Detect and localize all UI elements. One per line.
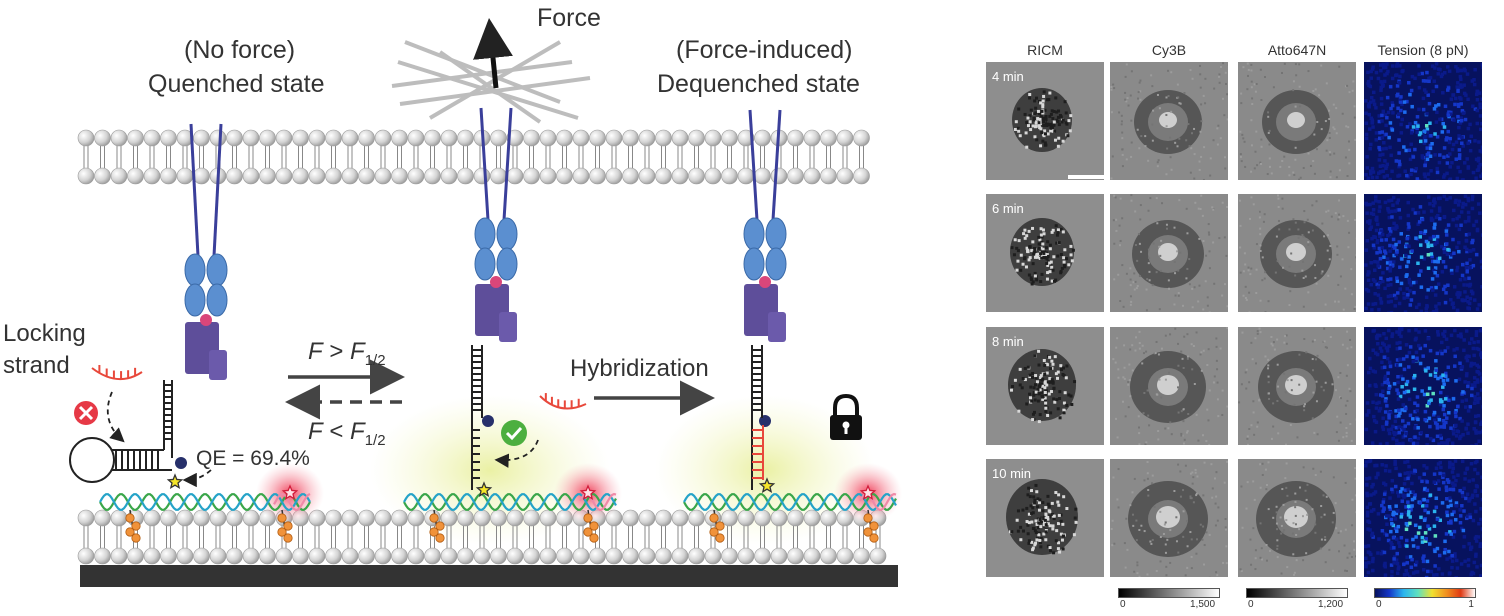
micrograph-tile xyxy=(1364,459,1482,577)
column-header: Cy3B xyxy=(1151,42,1187,58)
micrograph-tile xyxy=(1364,62,1482,180)
hybridization-path-arrow xyxy=(494,439,539,468)
timepoint-label: 8 min xyxy=(992,334,1024,349)
colorbar-min-label: 0 xyxy=(1376,599,1382,610)
column-header: Tension (8 pN) xyxy=(1377,42,1469,58)
micrograph-tile: 10 min xyxy=(986,459,1104,577)
colorbar xyxy=(1246,588,1348,598)
micrograph-tile: 8 min xyxy=(986,327,1104,445)
micrograph-tile xyxy=(1238,459,1356,577)
column-header: RICM xyxy=(1027,42,1063,58)
blocked-path-arrow xyxy=(106,391,125,443)
reverse-condition: F < F1/2 xyxy=(308,418,386,449)
locking-strand xyxy=(91,367,587,410)
hybridization-label: Hybridization xyxy=(570,355,709,382)
quenched-state-label: Quenched state xyxy=(148,70,325,98)
locking-strand-label-line1: Locking xyxy=(3,320,86,347)
dequench-arrow xyxy=(182,469,212,488)
bound-locking-strand xyxy=(752,425,764,480)
quencher-dot xyxy=(175,457,187,469)
colorbar-min-label: 0 xyxy=(1120,599,1126,610)
quencher-dot xyxy=(482,415,494,427)
blocked-icon xyxy=(74,401,98,425)
force-arrow xyxy=(473,18,513,89)
stretched-dna-strand xyxy=(471,345,763,490)
colorbar-max-label: 1 xyxy=(1468,599,1474,610)
micrograph-tile xyxy=(1110,327,1228,445)
force-induced-label: (Force-induced) xyxy=(676,36,853,64)
colorbar-max-label: 1,200 xyxy=(1318,599,1344,610)
column-header: Atto647N xyxy=(1267,42,1327,58)
allowed-check-icon xyxy=(501,420,527,446)
lock-icon xyxy=(830,393,862,440)
fluorescence-glow xyxy=(370,395,610,545)
no-force-label: (No force) xyxy=(184,36,296,64)
locking-strand-label-line2: strand xyxy=(3,352,70,379)
micrograph-tile xyxy=(1364,327,1482,445)
dequenched-state-label: Dequenched state xyxy=(657,70,860,98)
timepoint-label: 6 min xyxy=(992,201,1024,216)
micrograph-tile: 6 min xyxy=(986,194,1104,312)
forward-condition: F > F1/2 xyxy=(308,338,386,369)
colorbar-min-label: 0 xyxy=(1248,599,1254,610)
colorbar xyxy=(1118,588,1220,598)
force-label: Force xyxy=(537,4,601,32)
micrograph-tile xyxy=(1110,459,1228,577)
micrograph-tile xyxy=(1238,194,1356,312)
colorbar xyxy=(1374,588,1476,598)
quencher-dot xyxy=(759,415,771,427)
micrograph-tile xyxy=(1110,62,1228,180)
timepoint-label: 10 min xyxy=(992,466,1032,481)
micrograph-tile xyxy=(1110,194,1228,312)
micrograph-tile: 4 min xyxy=(986,62,1104,180)
micrograph-tile xyxy=(1238,327,1356,445)
quench-efficiency-label: QE = 69.4% xyxy=(196,447,310,470)
micrograph-tile xyxy=(1364,194,1482,312)
micrograph-tile xyxy=(1238,62,1356,180)
glass-substrate xyxy=(80,565,898,587)
timepoint-label: 4 min xyxy=(992,69,1024,84)
colorbar-max-label: 1,500 xyxy=(1190,599,1216,610)
mechanism-schematic xyxy=(69,18,902,587)
